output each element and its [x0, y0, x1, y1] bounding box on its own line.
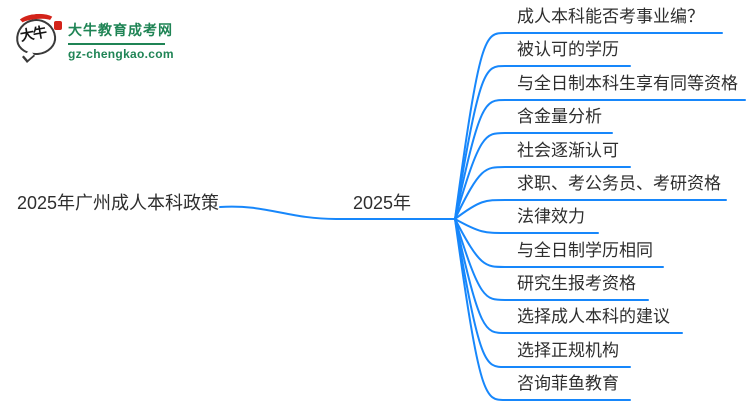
logo-red-seal — [54, 21, 62, 30]
logo-title: 大牛教育成考网 — [68, 22, 173, 38]
branch-connector — [454, 32, 723, 220]
branch-node: 求职、考公务员、考研资格 — [517, 174, 721, 193]
branch-node: 选择正规机构 — [517, 341, 619, 360]
root-node: 2025年广州成人本科政策 — [17, 193, 220, 213]
branch-node: 社会逐渐认可 — [517, 141, 619, 160]
branch-connector — [454, 132, 613, 220]
logo-subtitle: gz-chengkao.com — [68, 47, 174, 61]
logo-divider — [68, 43, 165, 45]
logo-bubble-icon: 大牛 — [14, 12, 62, 64]
branch-connector — [454, 218, 631, 368]
branch-node: 咨询菲鱼教育 — [517, 374, 619, 393]
branch-connector — [454, 218, 664, 268]
branch-node: 被认可的学历 — [517, 40, 619, 59]
branch-node: 与全日制学历相同 — [517, 241, 653, 260]
branch-connector — [454, 218, 599, 234]
branch-node: 法律效力 — [517, 207, 585, 226]
branch-connector — [454, 218, 631, 401]
branch-connector — [454, 218, 649, 301]
branch-node: 与全日制本科生享有同等资格 — [517, 74, 738, 93]
site-logo: 大牛 大牛教育成考网 gz-chengkao.com — [14, 12, 234, 67]
branch-connector — [454, 99, 746, 220]
branch-connector — [454, 166, 631, 220]
root-connector — [219, 205, 456, 220]
branch-node: 选择成人本科的建议 — [517, 307, 670, 326]
branch-connector — [454, 218, 683, 334]
branch-node: 成人本科能否考事业编？ — [517, 7, 704, 26]
center-node: 2025年 — [353, 193, 412, 213]
logo-text-block: 大牛教育成考网 gz-chengkao.com — [68, 20, 218, 61]
branch-connector — [454, 65, 631, 220]
branch-connector — [454, 199, 727, 220]
branch-node: 研究生报考资格 — [517, 274, 636, 293]
branch-node: 含金量分析 — [517, 107, 602, 126]
